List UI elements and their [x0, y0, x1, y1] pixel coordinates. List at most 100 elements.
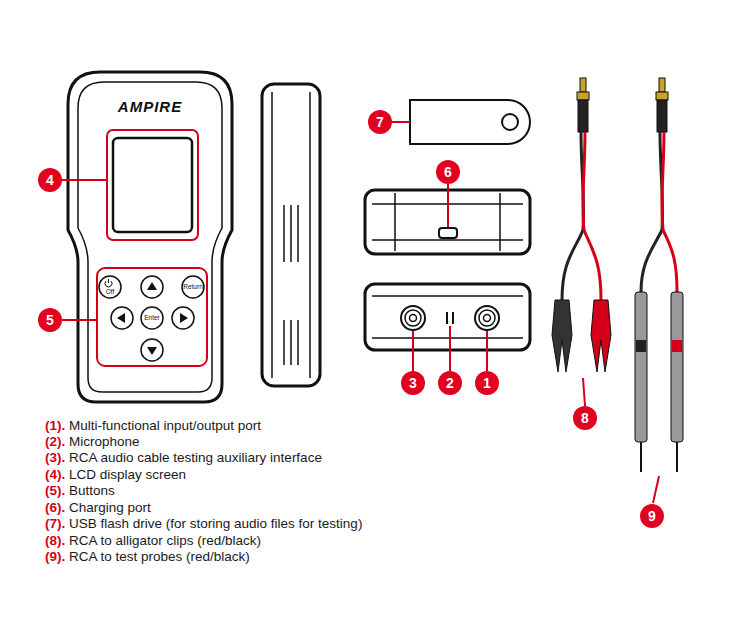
device-top-part	[499, 193, 501, 251]
device-front-part	[147, 282, 157, 290]
rca-probe-cable-part	[676, 442, 678, 472]
callout-number: 5	[46, 313, 54, 327]
leader-line	[583, 378, 585, 406]
callout-number: 8	[581, 411, 589, 425]
device-front	[68, 72, 232, 402]
item-number: (7).	[45, 516, 65, 531]
callout-number: 3	[409, 376, 417, 390]
rca-probe-cable-part	[656, 92, 668, 100]
rca-probe-cable-part	[657, 100, 667, 132]
item-number: (8).	[45, 533, 65, 548]
device-front-part	[99, 276, 121, 298]
device-front-part	[113, 138, 192, 232]
device-bottom-part	[372, 337, 523, 339]
legend-line: (3). RCA audio cable testing auxiliary i…	[45, 451, 322, 465]
item-number: (2).	[45, 434, 65, 449]
rca-probe-cable-part	[635, 292, 647, 442]
usb-flash-drive-part	[502, 114, 518, 130]
usb-flash-drive	[410, 100, 530, 144]
item-number: (1).	[45, 418, 65, 433]
device-side-part	[271, 92, 273, 378]
callout-number: 9	[648, 509, 656, 523]
callout-disc-part	[438, 371, 462, 395]
callout-disc-part	[368, 110, 392, 134]
callout-number: 7	[376, 115, 384, 129]
device-front-part	[97, 268, 207, 366]
leader-line	[413, 326, 487, 371]
rca-alligator-cable-part	[580, 78, 586, 92]
device-front-part	[147, 347, 157, 355]
device-side-part	[297, 205, 299, 262]
leader-line	[447, 184, 449, 227]
device-front-part	[117, 313, 125, 323]
device-side-part	[297, 320, 299, 365]
callout-disc-part	[401, 371, 425, 395]
rca-probe-cable-part	[641, 230, 662, 292]
device-front-part	[111, 307, 133, 329]
item-number: (4).	[45, 467, 65, 482]
device-bottom-part	[365, 284, 530, 350]
device-front-part	[180, 313, 188, 323]
rca-probe-cable	[635, 78, 683, 472]
callout-number: 4	[46, 173, 54, 187]
leader-line-part	[449, 326, 451, 371]
device-front-part	[141, 339, 163, 361]
rca-alligator-cable-part	[583, 132, 585, 230]
device-top-part	[439, 228, 457, 238]
rca-probe-cable-part	[672, 340, 682, 352]
callout-disc-part	[436, 160, 460, 184]
callout-number: 2	[446, 376, 454, 390]
device-front-part	[172, 307, 194, 329]
callout-disc-part	[475, 371, 499, 395]
rca-alligator-cable-part	[578, 100, 588, 132]
legend-line: (5). Buttons	[45, 484, 115, 498]
leader-line-part	[412, 331, 414, 371]
device-front-part	[182, 276, 204, 298]
rca-probe-cable-part	[663, 230, 677, 292]
device-bottom-part	[372, 295, 523, 297]
device-side-part	[283, 205, 285, 262]
rca-probe-cable-part	[671, 292, 683, 442]
device-side-part	[262, 84, 320, 386]
callout-disc-part	[38, 308, 62, 332]
leader-line	[62, 180, 107, 320]
device-side-part	[309, 92, 311, 378]
leader-line	[392, 121, 410, 123]
device-bottom-part	[446, 312, 448, 324]
rca-probe-cable-part	[636, 340, 646, 352]
device-bottom-part	[452, 312, 454, 324]
item-number: (6).	[45, 500, 65, 515]
rca-probe-cable-part	[659, 78, 665, 92]
device-bottom-part	[484, 315, 491, 322]
device-bottom	[365, 284, 530, 350]
legend-line: (9). RCA to test probes (red/black)	[45, 550, 250, 564]
item-number: (3).	[45, 450, 65, 465]
device-bottom-part	[405, 310, 421, 326]
button-label: Return	[183, 284, 203, 291]
item-number: (9).	[45, 549, 65, 564]
callout-disc-part	[38, 168, 62, 192]
button-label: Off	[106, 289, 115, 296]
callout-number: 6	[444, 165, 452, 179]
device-front-part	[141, 307, 163, 329]
device-top-part	[394, 193, 396, 251]
item-number: (5).	[45, 483, 65, 498]
legend-line: (2). Microphone	[45, 435, 140, 449]
device-bottom-part	[475, 306, 499, 330]
device-front-part	[105, 279, 112, 287]
device-side-part	[283, 320, 285, 365]
device-bottom-part	[479, 310, 495, 326]
device-side	[262, 84, 320, 386]
legend-line: (1). Multi-functional input/output port	[45, 419, 261, 433]
rca-alligator-cable-part	[584, 230, 601, 300]
device-side-part	[290, 205, 292, 262]
rca-probe-cable-part	[640, 442, 642, 472]
device-front-part	[107, 130, 198, 240]
device-bottom-part	[410, 315, 417, 322]
brand-logo: AMPIRE	[118, 99, 182, 114]
leader-line-part	[62, 179, 107, 181]
device-front-part	[68, 72, 232, 402]
legend-line: (8). RCA to alligator clips (red/black)	[45, 534, 261, 548]
rca-alligator-cable-part	[591, 300, 611, 372]
device-front-part	[78, 82, 222, 392]
